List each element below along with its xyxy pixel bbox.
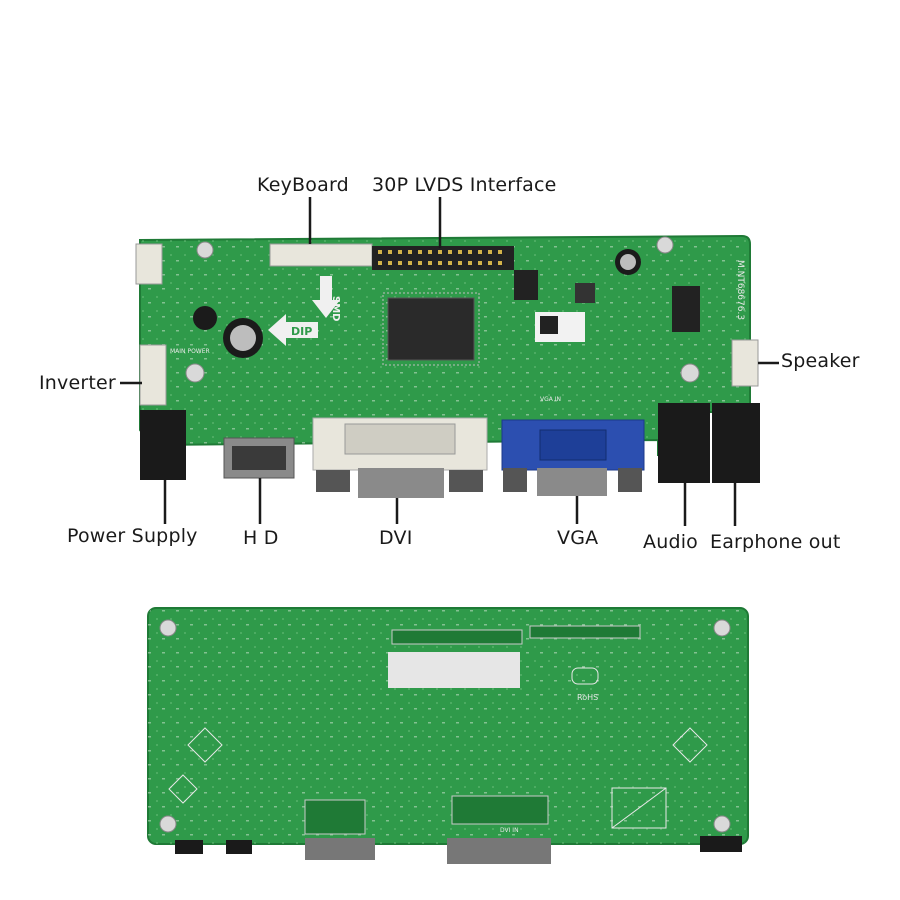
earphone-jack [712, 403, 760, 483]
vga-in-marking: VGA IN [540, 396, 561, 403]
dip-marking: DIP [291, 325, 312, 338]
label-dvi: DVI [379, 527, 413, 549]
lvds-header [372, 246, 514, 270]
label-inverter: Inverter [39, 372, 116, 394]
main-power-marking: MAIN POWER [170, 348, 210, 355]
label-earphone-out: Earphone out [710, 531, 841, 553]
top-board: DIP SMD MAIN POWER VGA IN M.NT68676.3 [135, 234, 760, 498]
label-speaker: Speaker [781, 350, 860, 372]
label-keyboard: KeyBoard [257, 174, 349, 196]
speaker-connector [731, 339, 759, 387]
mounting-holes [185, 236, 700, 383]
dvi-in-marking: DVI IN [500, 827, 519, 834]
model-marking: M.NT68676.3 [735, 260, 745, 320]
power-jack [140, 410, 186, 480]
keyboard-connector [269, 243, 373, 267]
callout-lines [120, 197, 779, 526]
inverter-connector [139, 344, 167, 406]
label-audio: Audio [643, 531, 699, 553]
bottom-board: RoHS DVI IN [147, 607, 749, 864]
label-lvds-interface: 30P LVDS Interface [372, 174, 557, 196]
label-power-supply: Power Supply [67, 525, 198, 547]
rohs-marking: RoHS [577, 693, 598, 702]
label-vga: VGA [557, 527, 599, 549]
audio-jack [658, 403, 710, 483]
main-chip [387, 297, 475, 361]
label-hd: H D [243, 527, 279, 549]
smd-marking: SMD [330, 296, 341, 321]
